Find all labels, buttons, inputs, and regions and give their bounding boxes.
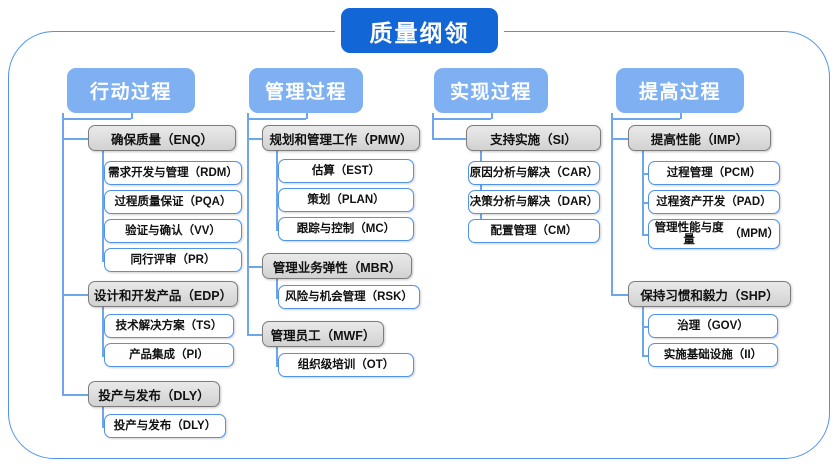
leaf-link-4-1-1 [642, 173, 648, 175]
leaf-box-3-1-1[interactable]: 原因分析与解决（CAR） [468, 161, 600, 185]
frame-mask-left [335, 24, 345, 40]
leaf-link-1-3-1 [102, 426, 104, 428]
group-box-1-1[interactable]: 确保质量（ENQ） [88, 125, 236, 151]
leaf-link-4-2-2 [642, 355, 648, 357]
leaf-box-4-1-3[interactable]: 管理性能与度量（MPM） [648, 219, 780, 249]
leaf-box-3-1-3[interactable]: 配置管理（CM） [468, 219, 600, 243]
leaf-box-1-1-1[interactable]: 需求开发与管理（RDM） [104, 161, 242, 185]
header-stub-4 [680, 113, 682, 119]
column-trunk-4 [611, 113, 613, 294]
leaf-box-4-2-2[interactable]: 实施基础设施（II） [648, 343, 778, 367]
header-link-2 [247, 118, 306, 120]
leaf-link-2-2-1 [276, 297, 278, 299]
group-trunk-1-3 [102, 407, 104, 426]
leaf-box-1-1-2[interactable]: 过程质量保证（PQA） [104, 190, 242, 214]
leaf-link-4-2-1 [642, 326, 648, 328]
leaf-box-4-2-1[interactable]: 治理（GOV） [648, 314, 778, 338]
leaf-box-2-3-1[interactable]: 组织级培训（OT） [278, 353, 414, 377]
leaf-box-2-1-3[interactable]: 跟踪与控制（MC） [278, 217, 414, 241]
group-link-1-1 [62, 138, 88, 140]
group-link-1-3 [62, 394, 88, 396]
group-box-1-2[interactable]: 设计和开发产品（EDP） [88, 281, 238, 307]
leaf-link-1-1-1 [102, 173, 104, 175]
column-trunk-2 [247, 113, 249, 334]
group-link-2-3 [247, 334, 262, 336]
leaf-box-1-2-1[interactable]: 技术解决方案（TS） [104, 314, 234, 338]
group-link-2-2 [247, 266, 262, 268]
group-link-4-1 [611, 138, 628, 140]
root-title-box: 质量纲领 [341, 8, 498, 53]
group-trunk-2-2 [276, 279, 278, 297]
leaf-link-2-1-1 [276, 171, 278, 173]
group-trunk-2-3 [276, 347, 278, 365]
header-link-1 [62, 118, 131, 120]
column-header-1[interactable]: 行动过程 [67, 68, 195, 113]
group-trunk-4-2 [642, 307, 644, 355]
leaf-box-1-1-3[interactable]: 验证与确认（VV） [104, 219, 242, 243]
leaf-link-4-1-3 [642, 234, 648, 236]
group-trunk-4-1 [642, 151, 644, 234]
group-box-2-2[interactable]: 管理业务弹性（MBR） [262, 253, 412, 279]
leaf-box-2-1-1[interactable]: 估算（EST） [278, 159, 414, 183]
leaf-box-4-1-1[interactable]: 过程管理（PCM） [648, 161, 780, 185]
frame-mask-right [494, 24, 504, 40]
group-box-2-1[interactable]: 规划和管理工作（PMW） [262, 125, 420, 151]
group-box-3-1[interactable]: 支持实施（SI） [466, 125, 601, 151]
leaf-link-1-1-4 [102, 260, 104, 262]
leaf-box-3-1-2[interactable]: 决策分析与解决（DAR） [468, 190, 600, 214]
group-trunk-1-1 [102, 151, 104, 260]
column-header-3[interactable]: 实现过程 [434, 68, 548, 113]
group-trunk-1-2 [102, 307, 104, 355]
leaf-link-2-1-3 [276, 229, 278, 231]
group-box-4-1[interactable]: 提高性能（IMP） [628, 125, 771, 151]
leaf-box-1-2-2[interactable]: 产品集成（PI） [104, 343, 234, 367]
leaf-link-2-1-2 [276, 200, 278, 202]
header-link-3 [432, 118, 491, 120]
column-trunk-3 [432, 113, 434, 138]
leaf-box-2-1-2[interactable]: 策划（PLAN） [278, 188, 414, 212]
group-trunk-2-1 [276, 151, 278, 229]
leaf-box-1-1-4[interactable]: 同行评审（PR） [104, 248, 242, 272]
leaf-link-4-1-2 [642, 202, 648, 204]
group-box-1-3[interactable]: 投产与发布（DLY） [88, 381, 220, 407]
column-trunk-1 [62, 113, 64, 394]
header-stub-2 [306, 113, 308, 119]
group-link-4-2 [611, 294, 628, 296]
leaf-box-1-3-1[interactable]: 投产与发布（DLY） [104, 414, 226, 438]
leaf-link-1-1-3 [102, 231, 104, 233]
group-box-2-3[interactable]: 管理员工（MWF） [262, 321, 384, 347]
header-link-4 [611, 118, 680, 120]
column-header-4[interactable]: 提高过程 [616, 68, 744, 113]
group-box-4-2[interactable]: 保持习惯和毅力（SHP） [628, 281, 791, 307]
leaf-box-2-2-1[interactable]: 风险与机会管理（RSK） [278, 285, 420, 309]
leaf-link-1-2-2 [102, 355, 104, 357]
group-link-1-2 [62, 294, 88, 296]
header-stub-3 [491, 113, 493, 119]
leaf-box-4-1-2[interactable]: 过程资产开发（PAD） [648, 190, 780, 214]
leaf-link-2-3-1 [276, 365, 278, 367]
header-stub-1 [131, 113, 133, 119]
group-link-2-1 [247, 138, 262, 140]
leaf-link-1-2-1 [102, 326, 104, 328]
column-header-2[interactable]: 管理过程 [249, 68, 363, 113]
leaf-link-1-1-2 [102, 202, 104, 204]
group-link-3-1 [432, 138, 466, 140]
